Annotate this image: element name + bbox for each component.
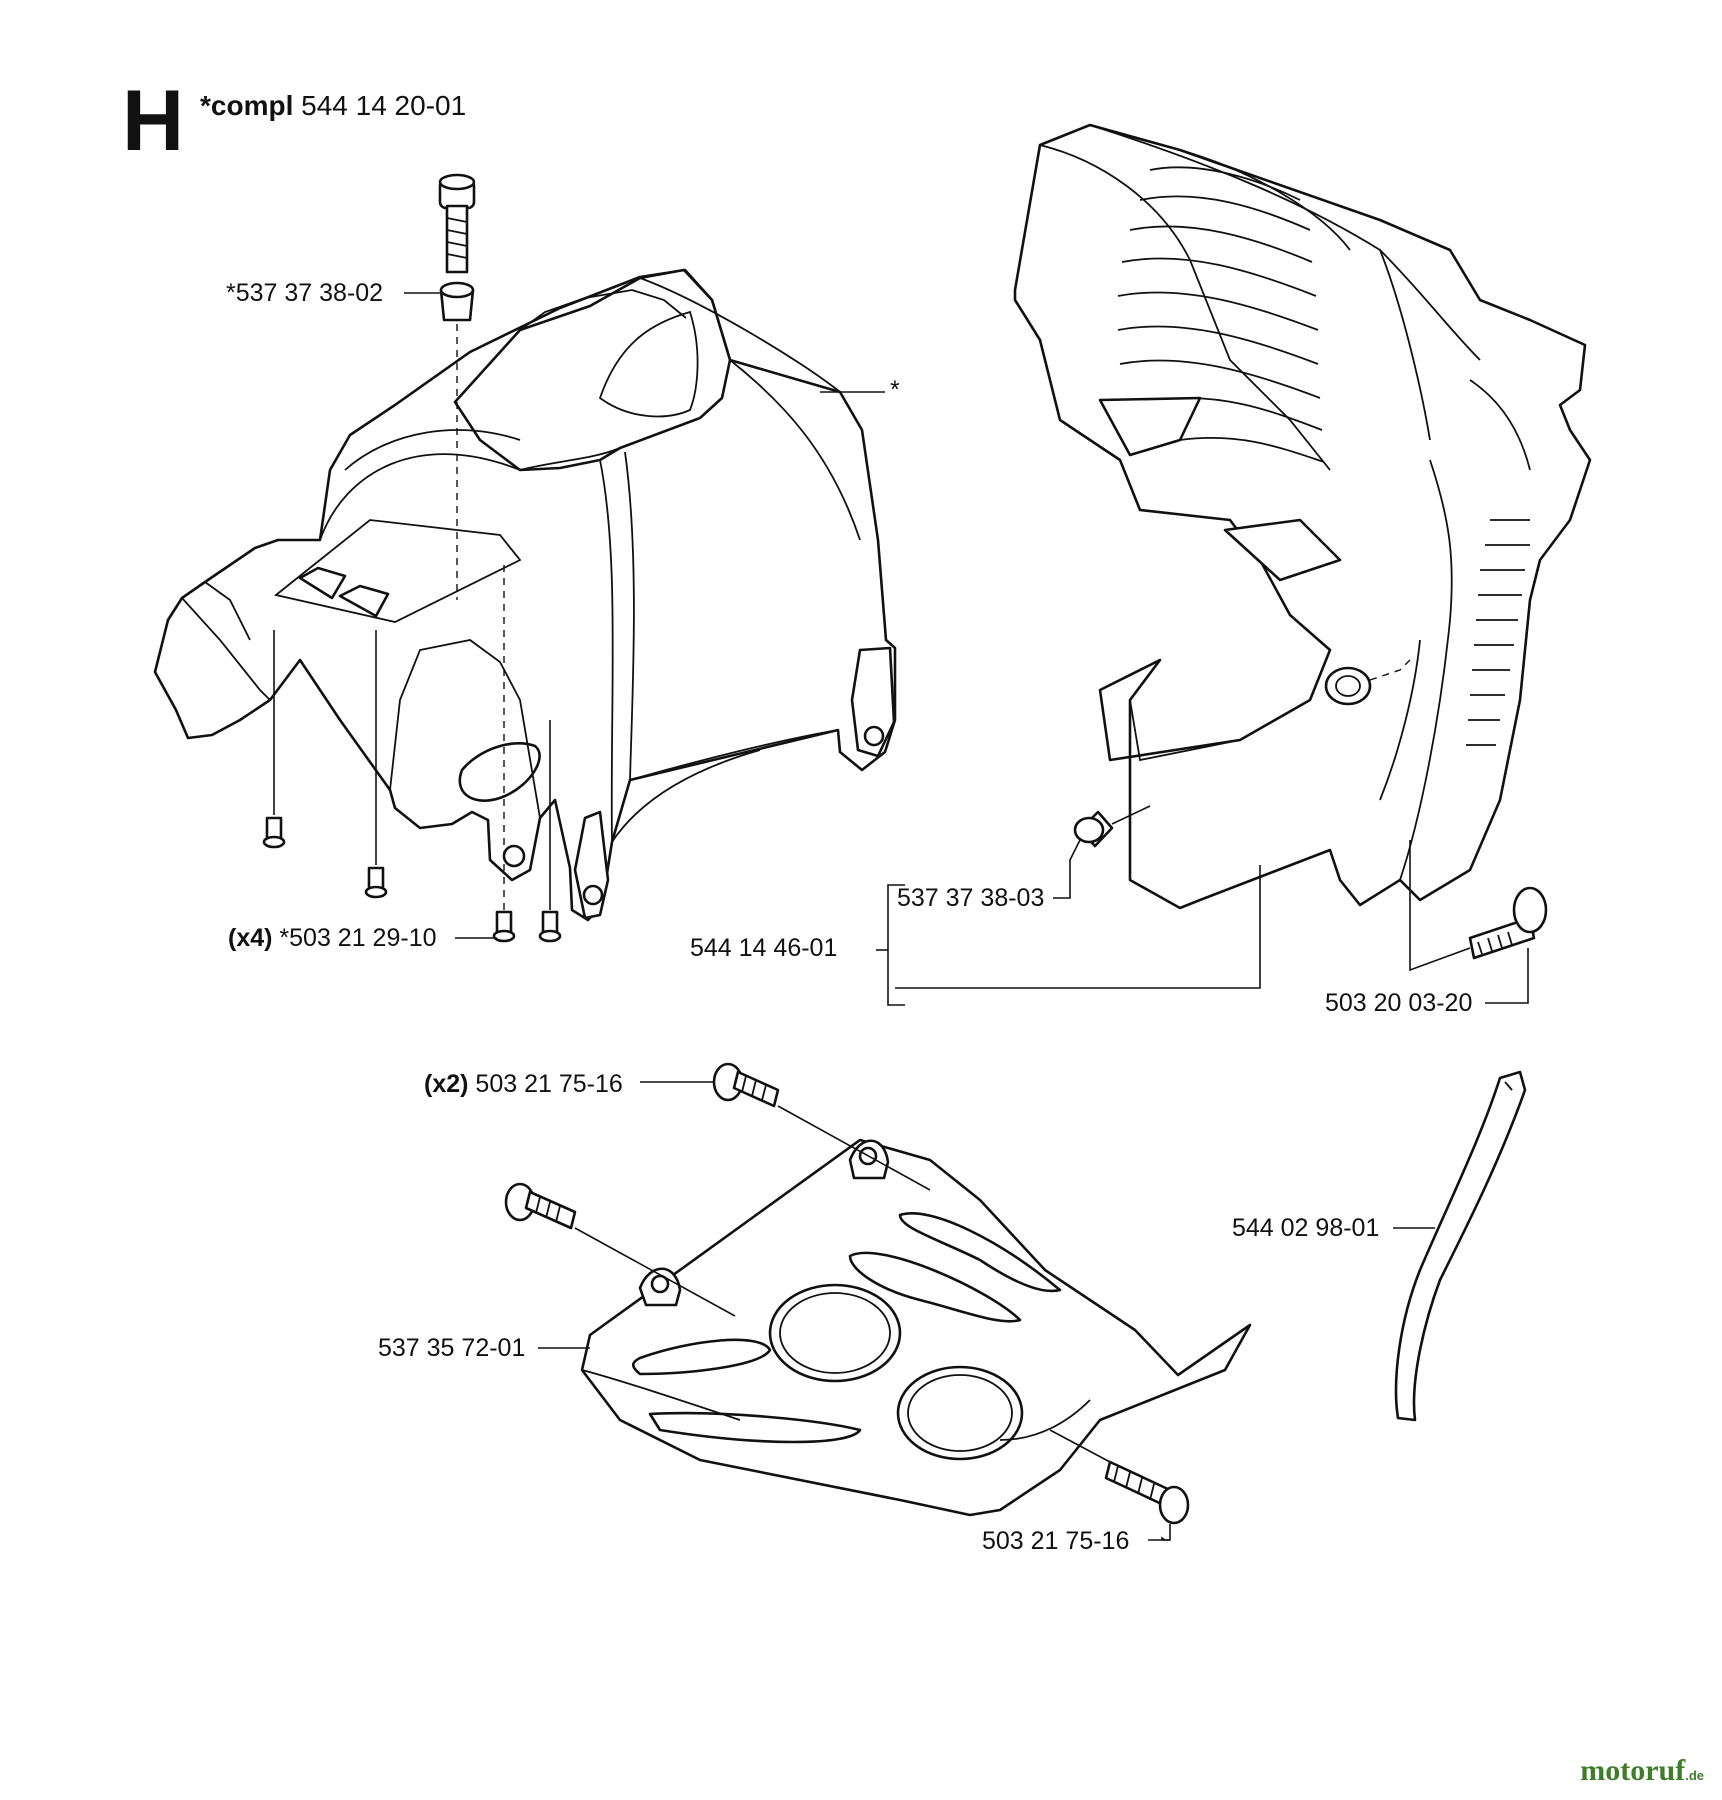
part-number-x4: *503 21 29-10: [279, 924, 437, 952]
strip: [1393, 1070, 1527, 1422]
watermark-logo: motoruf.de: [1580, 1754, 1704, 1787]
screw-right: [1409, 840, 1548, 972]
part-number-x2: 503 21 75-16: [475, 1070, 623, 1098]
plate: [580, 1138, 1252, 1517]
part-label-screw-right: 503 20 03-20: [1325, 989, 1473, 1017]
top-screw-bushing: [438, 173, 476, 600]
small-screws: [262, 565, 562, 943]
compl-prefix: *compl: [200, 90, 294, 121]
section-letter: H: [122, 73, 185, 169]
compl-number: 544 14 20-01: [301, 90, 467, 121]
qty-x4: (x4): [228, 924, 273, 952]
part-label-cylinder-cover: 544 14 46-01: [690, 934, 838, 962]
plate-screws: [504, 1062, 1190, 1541]
part-label-asterisk: *: [890, 376, 900, 404]
part-label-screws-x4: (x4) *503 21 29-10: [228, 926, 437, 951]
part-label-screw-bottom: 503 21 75-16: [982, 1527, 1130, 1555]
watermark-brand: motoruf: [1580, 1754, 1686, 1787]
part-label-bushing-right: 537 37 38-03: [897, 884, 1045, 912]
part-label-screw-top-bushing: *537 37 38-02: [226, 279, 384, 307]
bushing-right: [1073, 805, 1151, 848]
qty-x2: (x2): [424, 1070, 469, 1098]
complete-assembly-label: *compl 544 14 20-01: [200, 92, 466, 120]
part-label-screws-x2: (x2) 503 21 75-16: [424, 1072, 623, 1097]
cylinder-cover: [1013, 123, 1592, 910]
part-label-plate: 537 35 72-01: [378, 1334, 526, 1362]
watermark-tld: de: [1688, 1768, 1704, 1783]
part-label-strip: 544 02 98-01: [1232, 1214, 1380, 1242]
top-cover: [153, 268, 897, 922]
